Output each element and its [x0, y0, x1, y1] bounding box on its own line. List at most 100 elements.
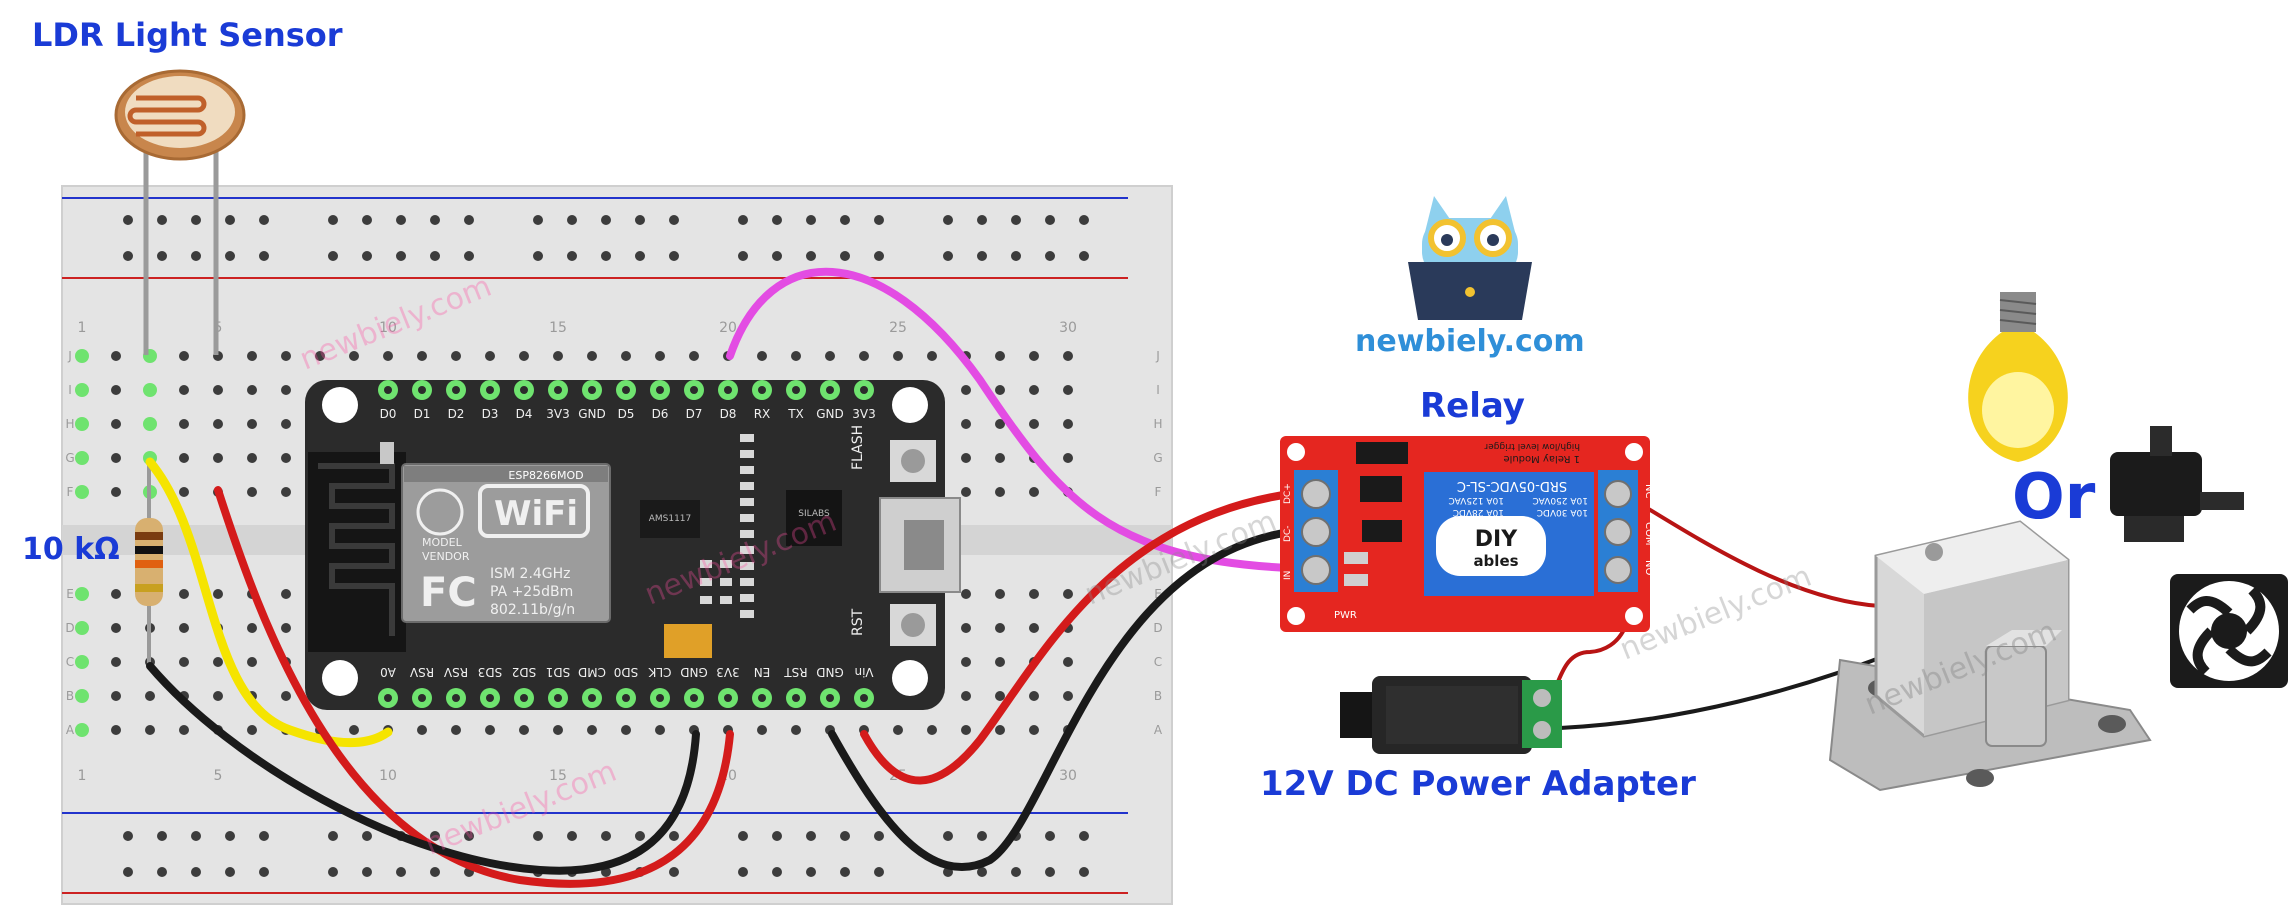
row-letter: J	[1155, 349, 1160, 363]
relay-rating: 10A 28VDC	[1453, 507, 1504, 517]
relay-module: SRD-05VDC-SL-C DIY ables 1 Relay Module …	[1280, 436, 1654, 632]
module-label: ESP8266MOD	[508, 469, 583, 482]
breadboard-hole	[738, 215, 748, 225]
breadboard-hole	[191, 251, 201, 261]
breadboard-hole	[772, 867, 782, 877]
pin-hole	[690, 694, 698, 702]
row-letter: A	[66, 723, 75, 737]
breadboard-hole	[157, 251, 167, 261]
pin-label: D4	[516, 407, 533, 421]
breadboard-hole	[225, 251, 235, 261]
relay-terminal-label: DC-	[1283, 526, 1293, 542]
breadboard-hole	[451, 725, 461, 735]
pin-label: CLK	[647, 665, 671, 679]
breadboard-hole	[1029, 589, 1039, 599]
breadboard-hole	[874, 215, 884, 225]
row-letter: B	[66, 689, 74, 703]
breadboard-hole	[874, 831, 884, 841]
breadboard-hole	[533, 215, 543, 225]
breadboard-hole	[977, 831, 987, 841]
breadboard-hole	[281, 419, 291, 429]
pin-hole	[486, 694, 494, 702]
pin-hole	[418, 694, 426, 702]
breadboard-hole	[247, 453, 257, 463]
breadboard-hole	[977, 867, 987, 877]
column-number: 1	[78, 320, 87, 336]
pin-label: RX	[754, 407, 771, 421]
breadboard-hole	[772, 251, 782, 261]
breadboard-hole	[157, 867, 167, 877]
breadboard-hole	[247, 419, 257, 429]
resistor-label: 10 kΩ	[22, 532, 120, 567]
occupied-hole	[75, 451, 89, 465]
pin-label: D8	[720, 407, 737, 421]
relay-label: Relay	[1420, 386, 1525, 426]
pin-label: GND	[578, 407, 606, 421]
breadboard-hole	[1029, 419, 1039, 429]
breadboard-hole	[123, 215, 133, 225]
pin-hole	[792, 386, 800, 394]
breadboard-hole	[587, 725, 597, 735]
diy-logo: DIY	[1475, 527, 1518, 552]
power-led-label: PWR	[1334, 610, 1357, 621]
pin-hole	[860, 694, 868, 702]
breadboard-hole	[259, 251, 269, 261]
breadboard-hole	[247, 725, 257, 735]
breadboard-hole	[213, 385, 223, 395]
owl-logo-icon	[1408, 196, 1532, 320]
occupied-hole	[75, 621, 89, 635]
breadboard-hole	[943, 215, 953, 225]
breadboard-hole	[553, 725, 563, 735]
breadboard-hole	[943, 831, 953, 841]
row-letter: J	[67, 349, 72, 363]
breadboard-hole	[396, 215, 406, 225]
column-number: 15	[549, 768, 567, 784]
row-letter: A	[1154, 723, 1163, 737]
breadboard-hole	[859, 351, 869, 361]
pin-label: RSV	[443, 665, 468, 679]
pin-label: 3V3	[546, 407, 569, 421]
breadboard-hole	[689, 351, 699, 361]
wifi-mark-icon	[416, 488, 464, 536]
row-letter: G	[1153, 451, 1162, 465]
breadboard-hole	[840, 831, 850, 841]
smd-part	[740, 450, 754, 458]
breadboard-hole	[1029, 487, 1039, 497]
relay-rating: 10A 125VAC	[1448, 495, 1504, 505]
breadboard-hole	[213, 657, 223, 667]
smd-part	[740, 594, 754, 602]
breadboard-hole	[259, 867, 269, 877]
breadboard-hole	[1079, 831, 1089, 841]
breadboard-hole	[587, 351, 597, 361]
breadboard-hole	[281, 589, 291, 599]
breadboard-hole	[247, 351, 257, 361]
breadboard-hole	[281, 351, 291, 361]
occupied-hole	[75, 417, 89, 431]
relay-terminal-label: IN	[1283, 571, 1293, 580]
breadboard-hole	[1045, 831, 1055, 841]
breadboard-hole	[961, 623, 971, 633]
wire-red-sensor	[214, 486, 734, 888]
breadboard-hole	[315, 351, 325, 361]
smd-part	[700, 560, 712, 568]
column-number: 5	[214, 768, 223, 784]
breadboard-hole	[349, 351, 359, 361]
smd-part	[740, 498, 754, 506]
smd-part	[700, 596, 712, 604]
relay-rating: 10A 30VDC	[1537, 507, 1588, 517]
breadboard-hole	[1063, 453, 1073, 463]
pin-hole	[520, 386, 528, 394]
relay-title: 1 Relay Module	[1503, 453, 1580, 464]
breadboard-hole	[995, 657, 1005, 667]
breadboard-hole	[247, 657, 257, 667]
breadboard-hole	[669, 251, 679, 261]
breadboard-hole	[451, 351, 461, 361]
breadboard-hole	[567, 831, 577, 841]
smd-part	[720, 596, 732, 604]
pin-label: GND	[680, 665, 708, 679]
breadboard-hole	[995, 623, 1005, 633]
uart-chip-label: SILABS	[798, 509, 830, 519]
pin-hole	[622, 386, 630, 394]
breadboard-hole	[1063, 657, 1073, 667]
pin-label: D0	[380, 407, 397, 421]
